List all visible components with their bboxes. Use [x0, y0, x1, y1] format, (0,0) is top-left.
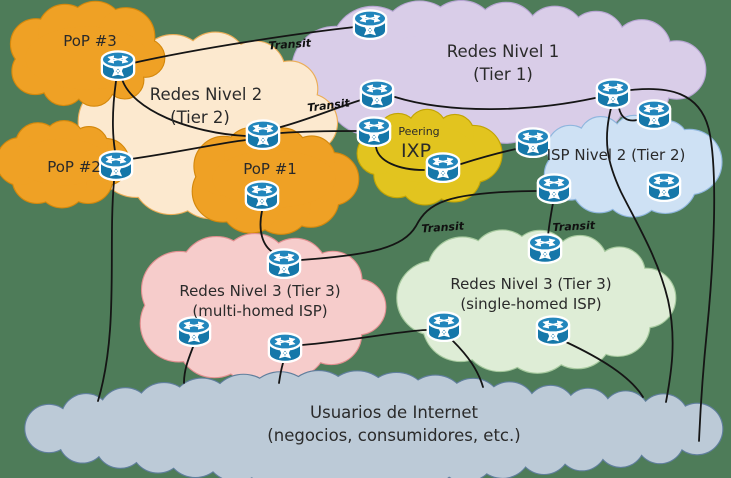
link-tier3multitop-to-isp2bl: [300, 190, 537, 261]
cloud-label-usuarios: (negocios, consumidores, etc.): [267, 426, 520, 445]
link-pop3-to-tier1top: [132, 26, 356, 64]
ixp-left-router: [358, 117, 390, 145]
links-layer: [97, 26, 716, 442]
tier3single-bottomleft-router: [428, 312, 460, 340]
link-tier3singlebr-to-usuarios: [565, 341, 644, 398]
cloud-label-redes-nivel-3-multi: (multi-homed ISP): [192, 302, 327, 320]
transit-label-1: Transit: [268, 36, 312, 52]
cloud-label-pop-2: PoP #2: [47, 158, 101, 176]
cloud-label-pop-3: PoP #3: [63, 32, 117, 50]
transit-label-2: Transit: [307, 96, 352, 114]
tier3single-bottomright-router: [537, 316, 569, 344]
pop2-router: [100, 151, 132, 179]
cloud-redes-nivel-1: [291, 0, 707, 146]
link-ixpleft-to-ixpbottom: [375, 146, 425, 171]
link-pop3-to-pop2: [111, 80, 117, 152]
transit-label-3: Transit: [421, 219, 465, 235]
tier1-left-router: [361, 80, 393, 108]
pop1-router: [246, 181, 278, 209]
link-ixpbottom-to-isp2tl: [460, 148, 517, 165]
cloud-label-isp-nivel-2: ISP Nivel 2 (Tier 2): [547, 146, 686, 164]
labels-layer: Redes Nivel 1 (Tier 1) Redes Nivel 2 (Tier …: [47, 32, 685, 445]
tier3multi-top-router: [268, 249, 300, 277]
link-pop1-to-tier3multitop: [259, 210, 275, 254]
cloud-isp-nivel-2: [543, 114, 723, 218]
cloud-label-redes-nivel-2: (Tier 2): [170, 108, 230, 127]
isp2-topleft-router: [517, 128, 549, 156]
pop3-router: [102, 51, 134, 79]
cloud-usuarios: [24, 370, 724, 478]
cloud-label-redes-nivel-3-single: (single-homed ISP): [460, 295, 601, 313]
link-tier1right-to-usuarios-far: [630, 88, 716, 442]
link-tier3multibm-to-usuarios: [278, 362, 284, 384]
link-isp2-to-usuarios-right: [606, 107, 674, 403]
cloud-label-redes-nivel-3-single: Redes Nivel 3 (Tier 3): [450, 275, 611, 293]
transit-label-4: Transit: [552, 219, 596, 234]
cloud-label-pop-1: PoP #1: [243, 160, 297, 178]
tier1-top-router: [354, 10, 386, 38]
ixp-bottom-router: [427, 153, 459, 181]
link-pop2-to-pop1top: [130, 139, 247, 160]
cloud-label-redes-nivel-1: Redes Nivel 1: [447, 42, 560, 61]
isp2-top-router: [638, 100, 670, 128]
link-tier1left-to-tier1right: [394, 96, 596, 110]
isp2-bottomright-router: [648, 172, 680, 200]
cloud-label-redes-nivel-1: (Tier 1): [473, 65, 533, 84]
link-tier3multibm-to-tier3singlebl: [301, 329, 427, 346]
link-tier1right-to-isp2top: [618, 107, 638, 122]
tier1-right-router: [597, 79, 629, 107]
link-pop1top-to-ixpleft: [280, 130, 357, 134]
cloud-pop-3: [9, 0, 166, 107]
tier3multi-bottommid-router: [269, 333, 301, 361]
cloud-label-redes-nivel-3-multi: Redes Nivel 3 (Tier 3): [179, 282, 340, 300]
cloud-label-usuarios: Usuarios de Internet: [310, 403, 478, 422]
link-tier3singlebl-to-usuarios: [452, 340, 484, 388]
link-pop2-to-usuarios: [97, 180, 115, 402]
link-pop1top-to-tier1left: [276, 99, 362, 129]
link-pop3-to-pop1top: [121, 78, 247, 137]
isp2-bottomleft-router: [538, 174, 570, 202]
link-isp2bl-to-tier3singletop: [547, 202, 554, 237]
cloud-label-ixp: IXP: [401, 140, 431, 162]
cloud-label-ixp: Peering: [398, 125, 439, 138]
cloud-label-redes-nivel-2: Redes Nivel 2: [150, 85, 263, 104]
tier3single-top-router: [529, 234, 561, 262]
pop1-top-router: [247, 120, 279, 148]
tier3multi-bottomleft-router: [178, 317, 210, 345]
link-tier3multibl-to-usuarios: [183, 346, 194, 384]
